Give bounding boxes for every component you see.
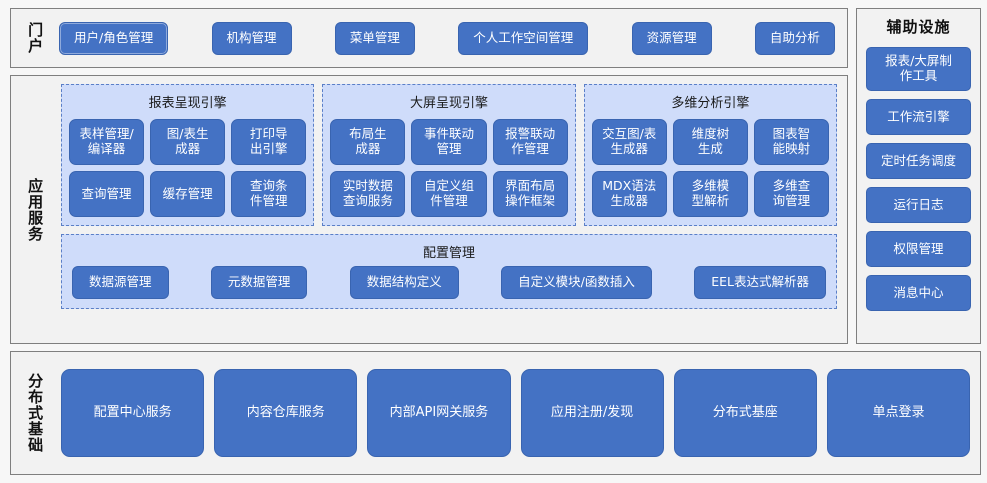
top-area: 门户 用户/角色管理 机构管理 菜单管理 个人工作空间管理 资源管理 自助分析 …: [10, 8, 981, 344]
application-service-body: 报表呈现引擎 表样管理/ 编译器 图/表生 成器 打印导 出引擎 查询管理 缓存…: [59, 76, 847, 343]
engine-report-item-1[interactable]: 图/表生 成器: [150, 119, 226, 165]
dist-item-api-gateway[interactable]: 内部API网关服务: [367, 369, 511, 457]
aux-item-scheduled-task[interactable]: 定时任务调度: [866, 143, 971, 179]
dist-item-app-registry[interactable]: 应用注册/发现: [520, 369, 664, 457]
engine-report-item-2[interactable]: 打印导 出引擎: [231, 119, 307, 165]
engine-bigscreen-item-0[interactable]: 布局生 成器: [330, 119, 406, 165]
left-column: 门户 用户/角色管理 机构管理 菜单管理 个人工作空间管理 资源管理 自助分析 …: [10, 8, 848, 344]
dist-item-distributed-base[interactable]: 分布式基座: [673, 369, 817, 457]
engine-olap-item-4[interactable]: 多维模 型解析: [672, 171, 748, 217]
config-item-data-structure[interactable]: 数据结构定义: [349, 266, 459, 299]
distributed-foundation-band-label: 分布式基础: [26, 373, 45, 453]
dist-item-sso[interactable]: 单点登录: [826, 369, 971, 457]
dist-item-content-repository[interactable]: 内容仓库服务: [214, 369, 358, 457]
engine-bigscreen-item-3[interactable]: 实时数据 查询服务: [330, 171, 406, 217]
engine-bigscreen-item-1[interactable]: 事件联动 管理: [411, 119, 487, 165]
portal-item-workspace[interactable]: 个人工作空间管理: [458, 21, 589, 55]
aux-item-message-center[interactable]: 消息中心: [866, 275, 971, 311]
aux-item-authoring-tool[interactable]: 报表/大屏制 作工具: [866, 47, 971, 91]
dist-item-config-center[interactable]: 配置中心服务: [61, 369, 205, 457]
engine-olap-grid: 交互图/表 生成器 维度树 生成 图表智 能映射 MDX语法 生成器 多维模 型…: [591, 119, 829, 217]
config-management-title: 配置管理: [422, 246, 475, 261]
engine-report-item-5[interactable]: 查询条 件管理: [231, 171, 307, 217]
engine-report-grid: 表样管理/ 编译器 图/表生 成器 打印导 出引擎 查询管理 缓存管理 查询条 …: [69, 119, 307, 217]
distributed-foundation-items: 配置中心服务 内容仓库服务 内部API网关服务 应用注册/发现 分布式基座 单点…: [59, 352, 980, 474]
engine-report-title: 报表呈现引擎: [148, 96, 227, 111]
portal-band-label: 门户: [26, 22, 45, 54]
engine-olap-title: 多维分析引擎: [671, 96, 750, 111]
engine-bigscreen-grid: 布局生 成器 事件联动 管理 报警联动 作管理 实时数据 查询服务 自定义组 件…: [330, 119, 568, 217]
config-item-custom-module[interactable]: 自定义模块/函数插入: [501, 266, 652, 299]
engine-bigscreen-item-5[interactable]: 界面布局 操作框架: [492, 171, 568, 217]
portal-item-menu[interactable]: 菜单管理: [334, 21, 415, 55]
engine-olap-item-3[interactable]: MDX语法 生成器: [591, 171, 667, 217]
engine-olap: 多维分析引擎 交互图/表 生成器 维度树 生成 图表智 能映射 MDX语法 生成…: [583, 84, 837, 226]
engine-report-item-3[interactable]: 查询管理: [69, 171, 145, 217]
application-service-band: 应用服务 报表呈现引擎 表样管理/ 编译器 图/表生 成器 打印导 出引擎 查询…: [10, 75, 848, 344]
config-management-items: 数据源管理 元数据管理 数据结构定义 自定义模块/函数插入 EEL表达式解析器: [72, 266, 826, 299]
config-item-metadata[interactable]: 元数据管理: [210, 266, 308, 299]
engine-bigscreen: 大屏呈现引擎 布局生 成器 事件联动 管理 报警联动 作管理 实时数据 查询服务…: [322, 84, 576, 226]
distributed-foundation-band: 分布式基础 配置中心服务 内容仓库服务 内部API网关服务 应用注册/发现 分布…: [10, 351, 981, 475]
config-item-eel-parser[interactable]: EEL表达式解析器: [694, 266, 826, 299]
engine-bigscreen-item-4[interactable]: 自定义组 件管理: [411, 171, 487, 217]
config-item-datasource[interactable]: 数据源管理: [72, 266, 169, 299]
auxiliary-facilities-panel: 辅助设施 报表/大屏制 作工具 工作流引擎 定时任务调度 运行日志 权限管理 消…: [856, 8, 981, 344]
engine-report: 报表呈现引擎 表样管理/ 编译器 图/表生 成器 打印导 出引擎 查询管理 缓存…: [61, 84, 315, 226]
portal-items: 用户/角色管理 机构管理 菜单管理 个人工作空间管理 资源管理 自助分析: [59, 9, 847, 67]
portal-item-organization[interactable]: 机构管理: [211, 21, 292, 55]
aux-item-permission[interactable]: 权限管理: [866, 231, 971, 267]
engine-bigscreen-title: 大屏呈现引擎: [409, 96, 488, 111]
aux-item-workflow-engine[interactable]: 工作流引擎: [866, 99, 971, 135]
portal-band: 门户 用户/角色管理 机构管理 菜单管理 个人工作空间管理 资源管理 自助分析: [10, 8, 848, 68]
auxiliary-facilities-title: 辅助设施: [886, 18, 951, 36]
engine-report-item-0[interactable]: 表样管理/ 编译器: [69, 119, 145, 165]
portal-item-user-role[interactable]: 用户/角色管理: [59, 21, 169, 55]
engine-bigscreen-item-2[interactable]: 报警联动 作管理: [492, 119, 568, 165]
config-management-group: 配置管理 数据源管理 元数据管理 数据结构定义 自定义模块/函数插入 EEL表达…: [61, 234, 837, 309]
engine-olap-item-0[interactable]: 交互图/表 生成器: [591, 119, 667, 165]
engine-olap-item-1[interactable]: 维度树 生成: [672, 119, 748, 165]
engine-olap-item-2[interactable]: 图表智 能映射: [753, 119, 829, 165]
application-service-band-label: 应用服务: [26, 177, 45, 242]
engine-olap-item-5[interactable]: 多维查 询管理: [753, 171, 829, 217]
portal-item-self-service-analysis[interactable]: 自助分析: [754, 21, 835, 55]
aux-item-runtime-log[interactable]: 运行日志: [866, 187, 971, 223]
portal-item-resource[interactable]: 资源管理: [631, 21, 712, 55]
engines-row: 报表呈现引擎 表样管理/ 编译器 图/表生 成器 打印导 出引擎 查询管理 缓存…: [61, 84, 837, 226]
engine-report-item-4[interactable]: 缓存管理: [150, 171, 226, 217]
